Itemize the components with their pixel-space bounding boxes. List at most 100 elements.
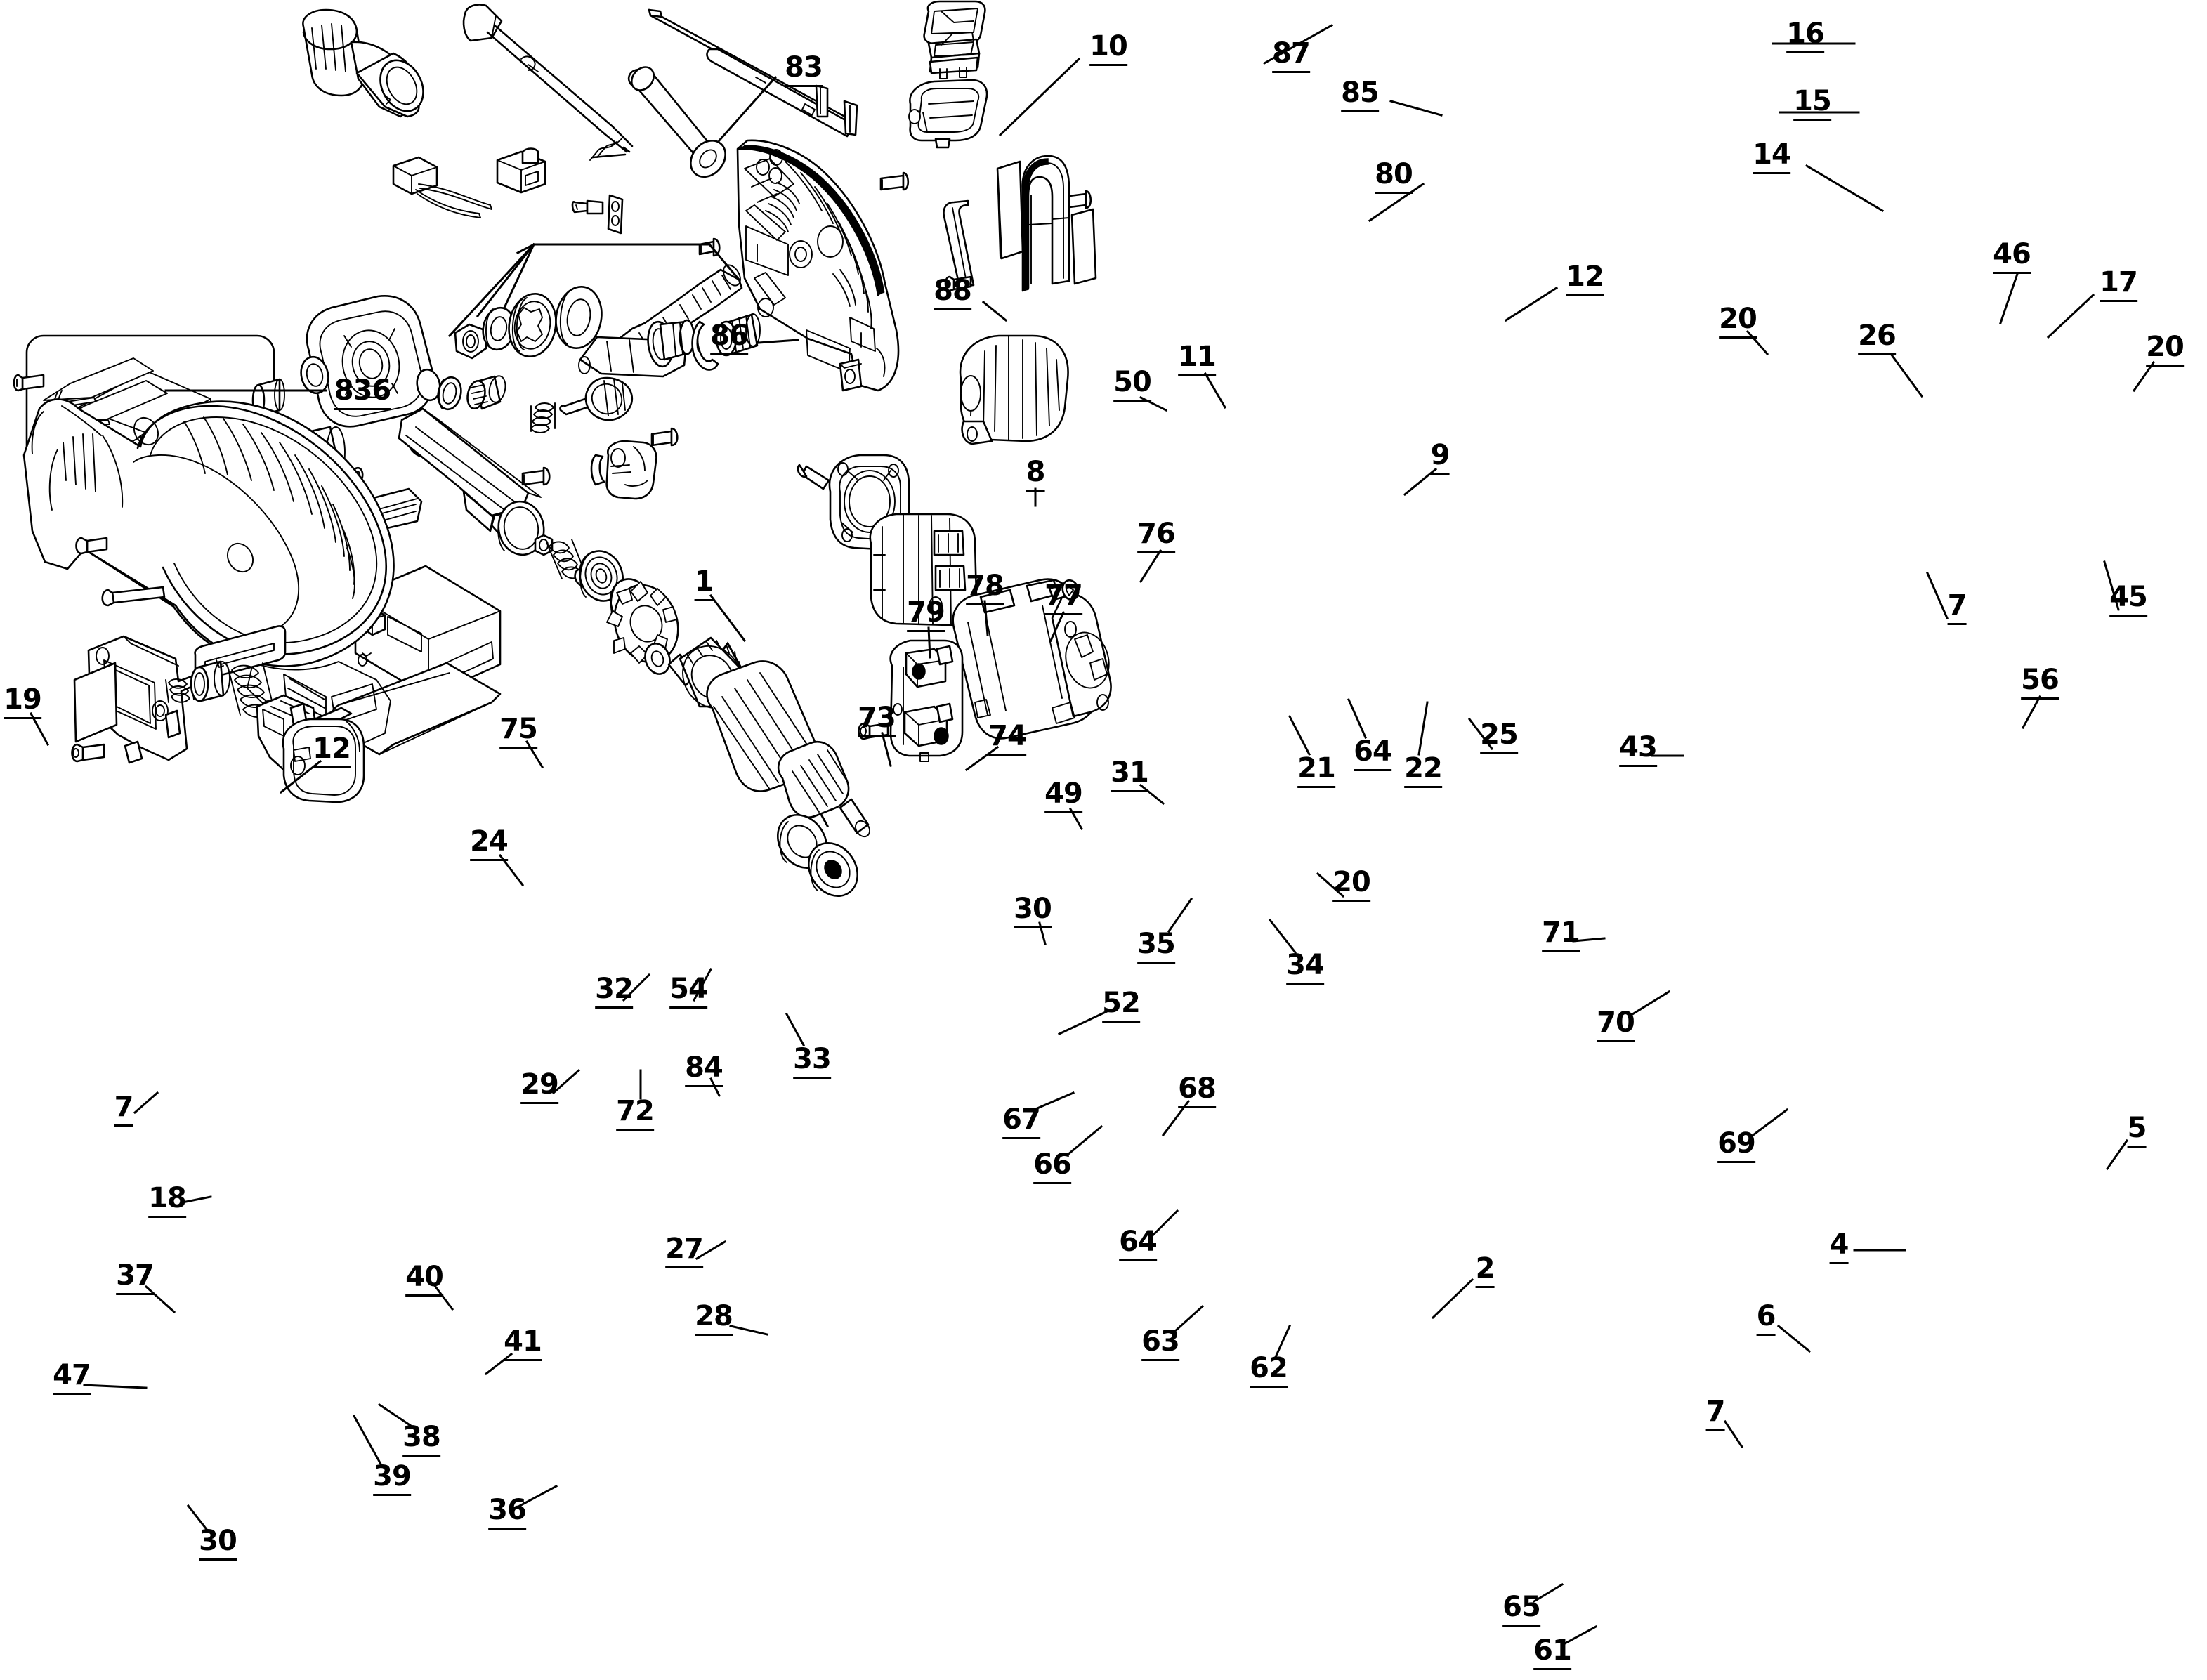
part-8-group-bracket bbox=[447, 242, 741, 338]
callout-69-field-stator-assembly[interactable]: 69 bbox=[1717, 1129, 1756, 1163]
leader-line bbox=[484, 1352, 513, 1376]
callout-40-label-plate[interactable]: 40 bbox=[405, 1263, 444, 1297]
callout-8-spindle-assembly-group[interactable]: 8 bbox=[1026, 458, 1045, 492]
callout-22-retaining-ring[interactable]: 22 bbox=[1404, 754, 1443, 788]
leader-line bbox=[144, 1285, 176, 1314]
callout-83-dust-extraction-adapter[interactable]: 83 bbox=[785, 53, 823, 87]
callout-63-fan-impeller[interactable]: 63 bbox=[1141, 1327, 1180, 1361]
callout-2-armature-rotor-assembly[interactable]: 2 bbox=[1475, 1254, 1495, 1288]
callout-75-bushing-sleeve[interactable]: 75 bbox=[499, 715, 538, 749]
callout-80-spindle-lock-rod[interactable]: 80 bbox=[1375, 160, 1413, 194]
callout-6-brush-holder-assembly[interactable]: 6 bbox=[1756, 1302, 1776, 1336]
callout-49-spring-coil-small[interactable]: 49 bbox=[1044, 780, 1083, 813]
callout-36-bevel-lock-lever[interactable]: 36 bbox=[488, 1496, 527, 1530]
callout-37-depth-scale-bracket[interactable]: 37 bbox=[116, 1261, 155, 1295]
callout-45-insulation-strip[interactable]: 45 bbox=[2109, 583, 2148, 617]
callout-12-guard-cover-upper[interactable]: 12 bbox=[1566, 263, 1604, 296]
callout-underline bbox=[405, 1294, 443, 1297]
callout-836-tool-box-kit[interactable]: 836 bbox=[334, 376, 391, 410]
callout-26-handle-seal-gasket[interactable]: 26 bbox=[1858, 322, 1897, 355]
callout-67-hex-nut-small[interactable]: 67 bbox=[1002, 1105, 1041, 1139]
callout-79-hex-nut[interactable]: 79 bbox=[907, 598, 945, 632]
leader-line bbox=[1368, 182, 1425, 223]
callout-7-screw-button-head[interactable]: 7 bbox=[1947, 591, 1967, 625]
part-62-collar bbox=[644, 643, 671, 675]
callout-17-handle-grip-overmold[interactable]: 17 bbox=[2100, 268, 2138, 302]
callout-73-oil-seal-ring[interactable]: 73 bbox=[858, 704, 896, 737]
callout-27-battery-rail-housing[interactable]: 27 bbox=[665, 1235, 704, 1268]
callout-50-screw-flat-head[interactable]: 50 bbox=[1113, 368, 1152, 402]
part-50-screw bbox=[571, 199, 604, 215]
callout-underline bbox=[1002, 1137, 1040, 1139]
callout-41-spring-compression[interactable]: 41 bbox=[504, 1327, 542, 1361]
callout-87-wire-lead-long[interactable]: 87 bbox=[1272, 39, 1311, 73]
callout-84-pin-bushing[interactable]: 84 bbox=[685, 1054, 723, 1087]
callout-24-motor-field-sleeve[interactable]: 24 bbox=[470, 827, 509, 861]
callout-20-screw-pan-head[interactable]: 20 bbox=[2146, 333, 2185, 367]
callout-18-screw-long-machine[interactable]: 18 bbox=[148, 1184, 187, 1218]
callout-5-screw-torx[interactable]: 5 bbox=[2127, 1114, 2147, 1148]
callout-7-screw-button-head[interactable]: 7 bbox=[114, 1093, 133, 1127]
callout-35-wear-pad[interactable]: 35 bbox=[1137, 930, 1176, 964]
callout-underline bbox=[2021, 697, 2059, 700]
callout-31-depth-adjust-rod[interactable]: 31 bbox=[1111, 759, 1149, 792]
callout-32-bushing-small[interactable]: 32 bbox=[595, 975, 634, 1009]
callout-14-switch-housing-bracket[interactable]: 14 bbox=[1753, 140, 1791, 174]
callout-34-pivot-lever-bracket[interactable]: 34 bbox=[1286, 951, 1325, 985]
leader-line bbox=[377, 1403, 415, 1429]
callout-64-ball-bearing[interactable]: 64 bbox=[1119, 1228, 1158, 1261]
callout-underline bbox=[1566, 294, 1604, 296]
leader-line bbox=[729, 1325, 768, 1336]
callout-56-motor-end-cap-cover[interactable]: 56 bbox=[2021, 666, 2059, 700]
callout-12-blade-guard-lower[interactable]: 12 bbox=[313, 735, 351, 768]
callout-20-screw-pan-head[interactable]: 20 bbox=[1332, 868, 1371, 902]
callout-66-worm-gear-spring[interactable]: 66 bbox=[1033, 1150, 1072, 1184]
callout-39-spring-seat[interactable]: 39 bbox=[373, 1462, 412, 1496]
part-14-switch-bracket bbox=[908, 79, 988, 149]
callout-30-screw-pan-head[interactable]: 30 bbox=[199, 1527, 237, 1561]
callout-16-switch-cover-boot[interactable]: 16 bbox=[1786, 20, 1825, 53]
callout-9-screw-shoulder[interactable]: 9 bbox=[1430, 441, 1450, 475]
callout-11-clamp-plate[interactable]: 11 bbox=[1178, 343, 1217, 376]
callout-68-ball-bearing-sealed[interactable]: 68 bbox=[1178, 1075, 1217, 1108]
callout-77-clutch-plate[interactable]: 77 bbox=[1044, 582, 1083, 615]
callout-10-brush-holder-lead[interactable]: 10 bbox=[1089, 32, 1128, 66]
callout-52-seal-ring-large[interactable]: 52 bbox=[1102, 989, 1141, 1023]
callout-underline bbox=[1119, 1259, 1157, 1261]
callout-7-screw-button-head[interactable]: 7 bbox=[1705, 1398, 1725, 1431]
callout-70-motor-bearing-bracket[interactable]: 70 bbox=[1597, 1009, 1635, 1042]
callout-20-screw-pan-head[interactable]: 20 bbox=[1719, 305, 1757, 339]
callout-25-bearing-cap-threaded[interactable]: 25 bbox=[1480, 721, 1519, 754]
callout-21-output-spindle-shaft[interactable]: 21 bbox=[1297, 754, 1336, 788]
callout-85-wire-lead-sleeved[interactable]: 85 bbox=[1341, 79, 1380, 112]
callout-65-bearing-washer[interactable]: 65 bbox=[1502, 1593, 1541, 1627]
callout-72-bearing-bush-ring[interactable]: 72 bbox=[616, 1097, 655, 1131]
callout-underline bbox=[1829, 1262, 1849, 1264]
leader-line bbox=[1262, 23, 1334, 65]
callout-74-needle-bearing[interactable]: 74 bbox=[988, 722, 1027, 756]
callout-71-screw-long-thin[interactable]: 71 bbox=[1542, 919, 1580, 952]
callout-38-retainer-cup[interactable]: 38 bbox=[402, 1423, 441, 1457]
callout-61-ball-bearing-rear[interactable]: 61 bbox=[1533, 1636, 1572, 1670]
callout-64-ball-bearing[interactable]: 64 bbox=[1354, 737, 1392, 771]
callout-76-washer-flat-large[interactable]: 76 bbox=[1137, 520, 1176, 553]
callout-4-motor-housing-can[interactable]: 4 bbox=[1829, 1231, 1849, 1264]
callout-29-carbon-brush[interactable]: 29 bbox=[520, 1070, 559, 1104]
callout-15-rocker-switch[interactable]: 15 bbox=[1793, 87, 1832, 121]
callout-46-insulation-pad[interactable]: 46 bbox=[1993, 240, 2031, 274]
callout-47-scale-sticker[interactable]: 47 bbox=[53, 1361, 91, 1395]
callout-86-capacitor-with-leads[interactable]: 86 bbox=[710, 322, 749, 355]
callout-19-screw-machine[interactable]: 19 bbox=[4, 685, 42, 719]
callout-78-washer-flat[interactable]: 78 bbox=[966, 572, 1004, 605]
part-7-screw-right bbox=[944, 275, 972, 292]
callout-62-bearing-collar[interactable]: 62 bbox=[1250, 1354, 1288, 1388]
callout-28-base-plate-shoe[interactable]: 28 bbox=[695, 1302, 733, 1336]
callout-underline bbox=[334, 408, 391, 410]
leader-line bbox=[1172, 1304, 1205, 1334]
callout-43-bushing-block[interactable]: 43 bbox=[1619, 733, 1658, 767]
callout-54-o-ring[interactable]: 54 bbox=[669, 975, 708, 1009]
callout-33-guide-rail-slider[interactable]: 33 bbox=[793, 1045, 832, 1079]
callout-1-gear-case-housing[interactable]: 1 bbox=[694, 567, 714, 601]
callout-30-screw-pan-head[interactable]: 30 bbox=[1014, 895, 1052, 928]
callout-88-wire-connector-block[interactable]: 88 bbox=[934, 277, 972, 310]
